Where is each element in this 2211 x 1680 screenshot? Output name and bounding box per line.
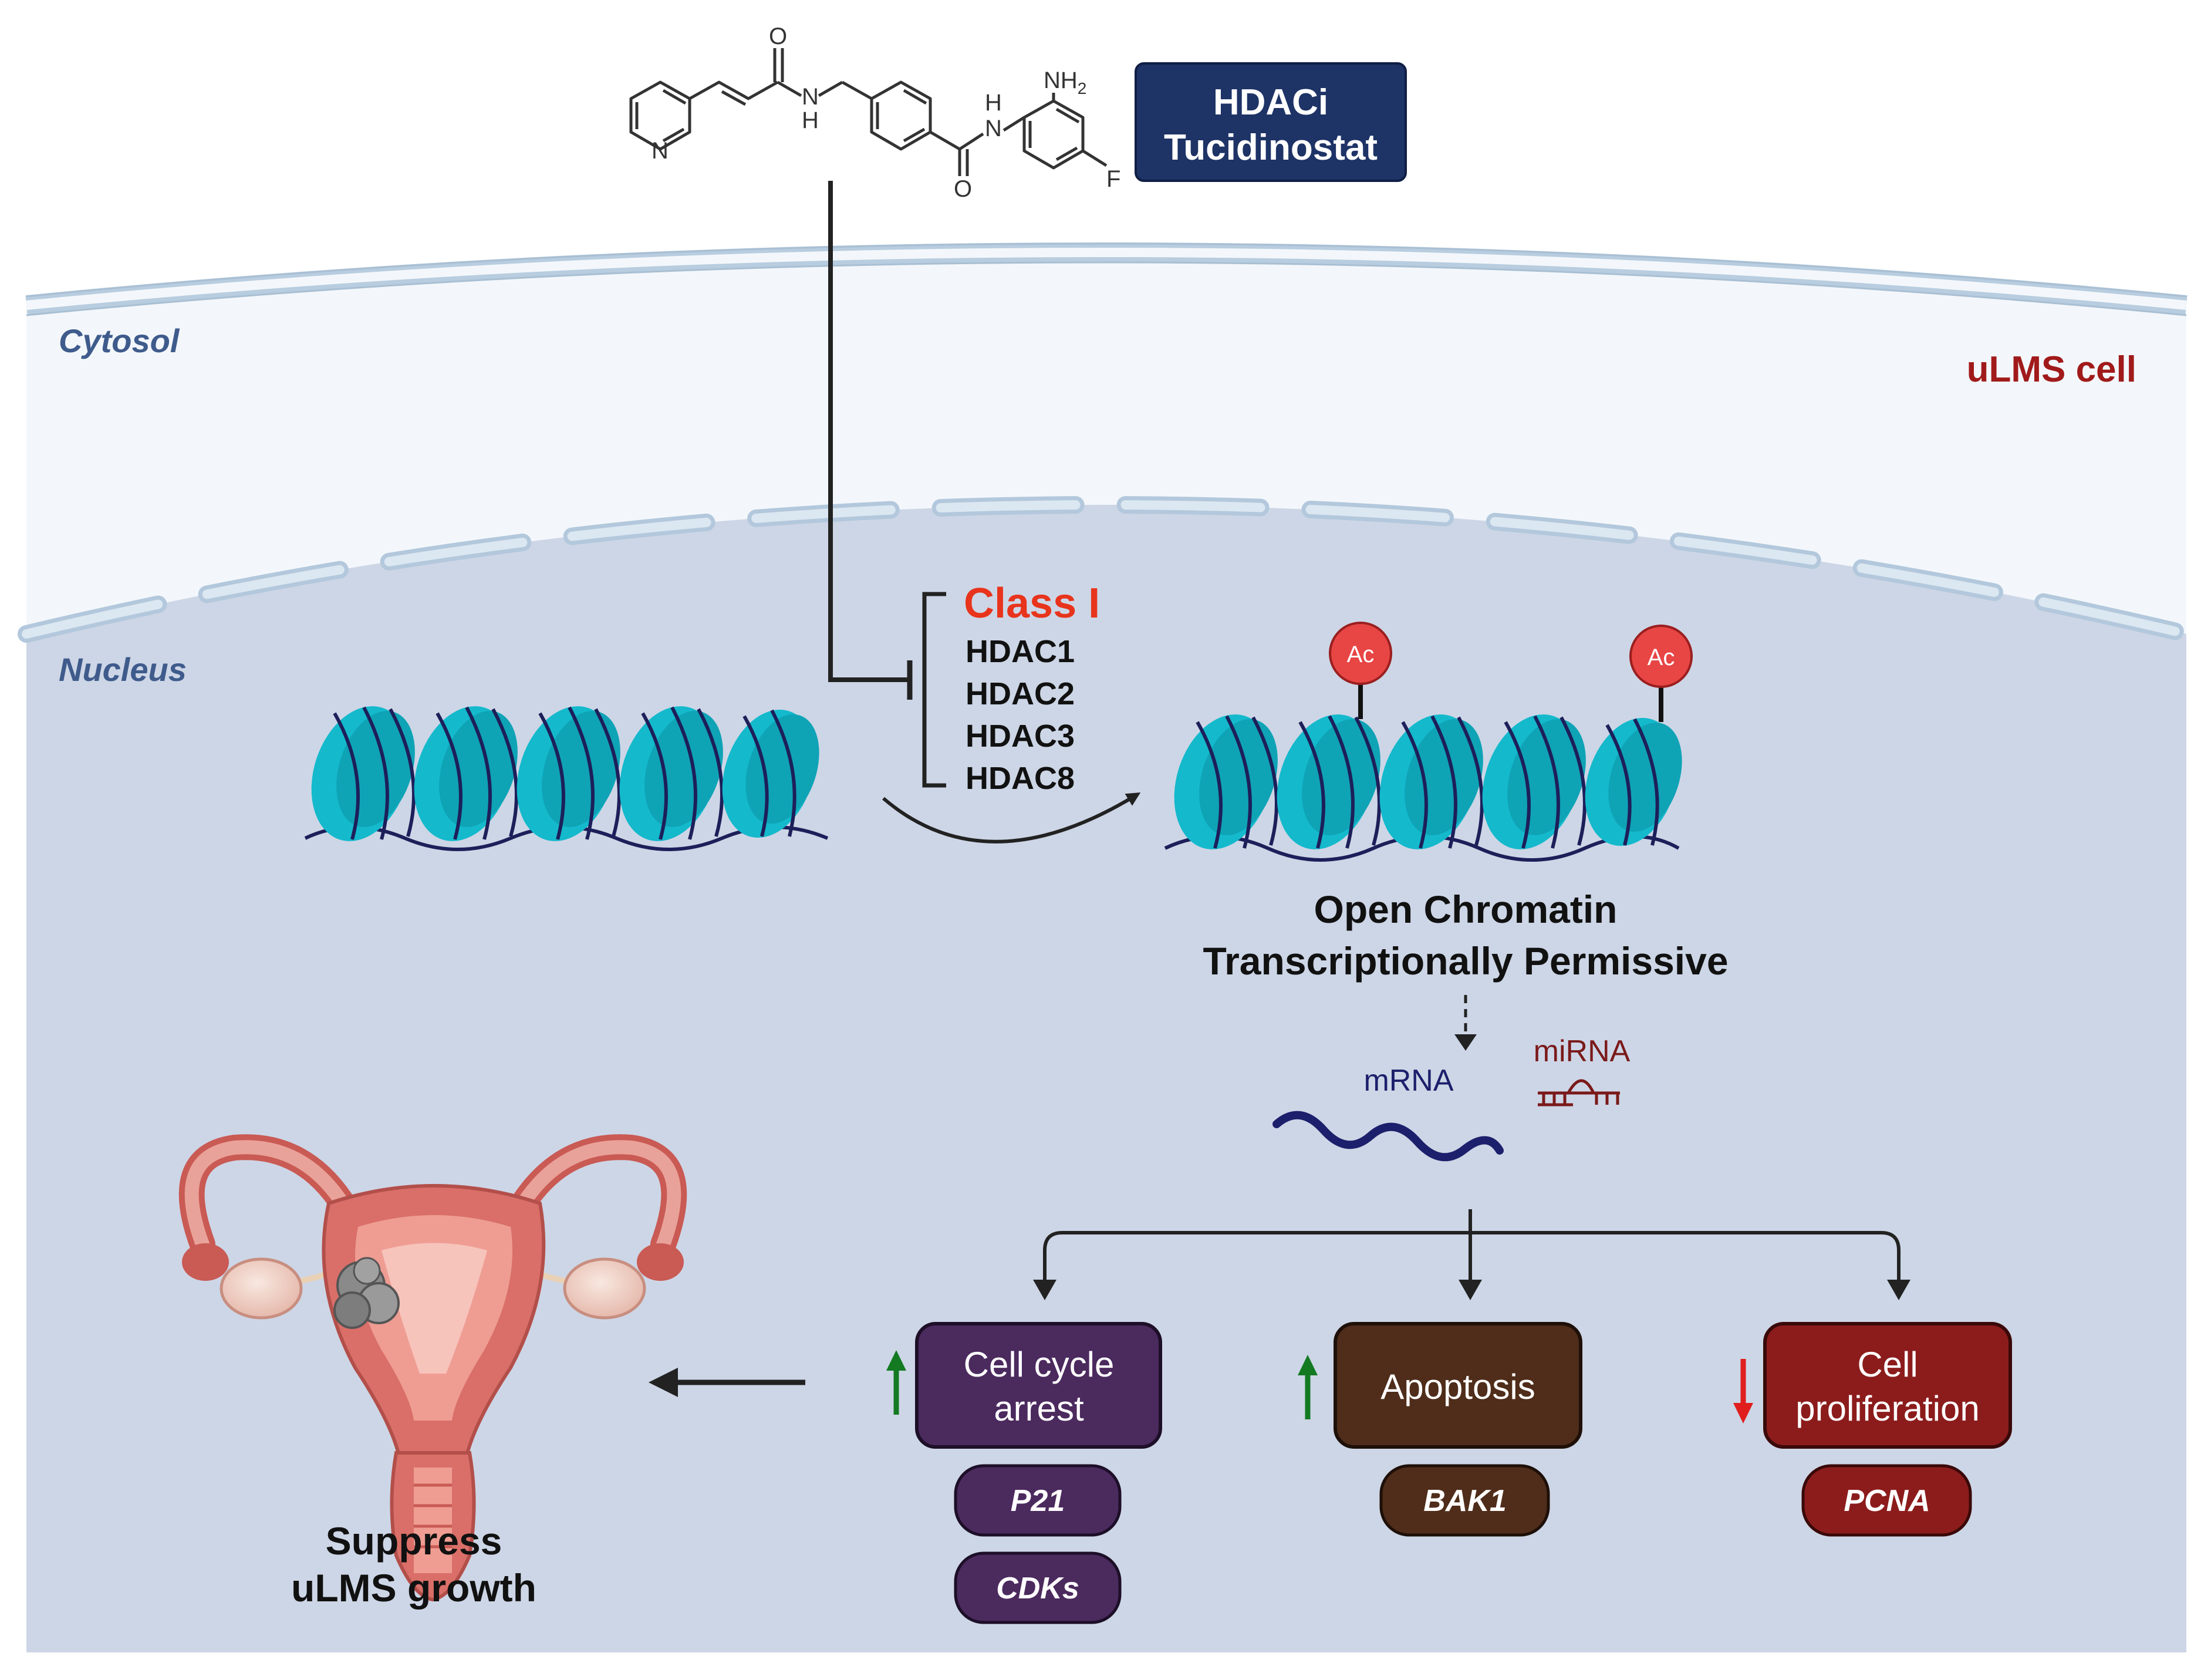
- acetyl-mark: Ac: [1329, 622, 1392, 719]
- outcome-cell-proliferation: Cell proliferation PCNA: [1733, 1322, 2012, 1537]
- outcome-label-line1: Cell cycle: [964, 1345, 1115, 1384]
- hdac-bracket: [922, 592, 946, 788]
- nucleus-label: Nucleus: [59, 651, 187, 688]
- closed-chromatin: [304, 706, 829, 851]
- outcome-label-line2: arrest: [994, 1389, 1084, 1428]
- marker-pill: [1801, 1464, 1972, 1537]
- tucidinostat-structure: [629, 48, 1108, 176]
- atom-n-pyridine: N: [652, 138, 669, 164]
- mrna-icon: [1272, 1111, 1504, 1162]
- outcome-apoptosis: Apoptosis BAK1: [1298, 1322, 1582, 1537]
- hdac-member: HDAC2: [966, 676, 1075, 711]
- mrna-label: mRNA: [1363, 1064, 1453, 1098]
- chromatin-transition-arrow: [882, 792, 1141, 844]
- result-line2: uLMS growth: [291, 1566, 536, 1610]
- uterus-illustration: [178, 1134, 687, 1602]
- tumor-mass: [333, 1257, 400, 1329]
- marker-label: BAK1: [1423, 1484, 1507, 1518]
- outcome-label-line2: proliferation: [1795, 1389, 1980, 1428]
- structure-atom-labels: O N H N H N NH2 O F: [652, 23, 1120, 202]
- atom-f: F: [1106, 166, 1120, 192]
- acetyl-label: Ac: [1648, 645, 1675, 670]
- acetyl-mark: Ac: [1629, 625, 1693, 722]
- marker-label: PCNA: [1844, 1484, 1930, 1518]
- marker-label: CDKs: [996, 1571, 1079, 1605]
- atom-h-amide1: H: [802, 107, 819, 133]
- nucleosome: [1174, 714, 1278, 849]
- outcome-label-line1: Apoptosis: [1380, 1367, 1535, 1406]
- atom-nh2: NH2: [1044, 68, 1086, 97]
- mirna-label: miRNA: [1534, 1034, 1631, 1068]
- chromatin-state-line2: Transcriptionally Permissive: [1203, 939, 1728, 983]
- marker-label: P21: [1011, 1484, 1065, 1518]
- atom-h-amide2: H: [985, 90, 1002, 116]
- outcome-cell-cycle-arrest: Cell cycle arrest P21 CDKs: [886, 1322, 1162, 1624]
- hdac-member: HDAC3: [966, 718, 1075, 754]
- down-arrow-icon: [1733, 1359, 1753, 1423]
- atom-o-bottom: O: [954, 176, 972, 202]
- nucleosome: [1379, 714, 1484, 849]
- nucleosome: [619, 706, 724, 841]
- nucleosome: [1585, 717, 1682, 846]
- atom-n-amide2: N: [985, 116, 1002, 141]
- nucleosome: [311, 706, 416, 841]
- outcome-label-line1: Cell: [1857, 1345, 1918, 1384]
- branch-arrows: [1043, 1209, 1901, 1283]
- acetyl-label: Ac: [1347, 642, 1375, 667]
- drug-box: HDACi Tucidinostat: [1135, 62, 1407, 182]
- nucleosome: [517, 706, 621, 841]
- marker-pill: [954, 1464, 1122, 1537]
- nucleosome: [1277, 714, 1381, 849]
- hdac-member: HDAC8: [966, 761, 1075, 796]
- marker-pill: [954, 1551, 1122, 1624]
- mirna-icon: [1538, 1079, 1620, 1106]
- nucleosome: [414, 706, 518, 841]
- inhibition-line: [828, 181, 909, 682]
- drug-box-line2: Tucidinostat: [1164, 127, 1378, 168]
- nucleosome: [722, 709, 819, 838]
- hdac-class-label: Class I: [964, 580, 1100, 627]
- up-arrow-icon: [886, 1350, 906, 1415]
- hdac-class-group: Class I HDAC1 HDAC2 HDAC3 HDAC8: [922, 580, 1100, 796]
- atom-o-top: O: [769, 23, 787, 49]
- chromatin-state-line1: Open Chromatin: [1314, 888, 1617, 931]
- atom-n-amide1: N: [802, 84, 819, 110]
- up-arrow-icon: [1298, 1355, 1318, 1419]
- drug-box-line1: HDACi: [1213, 82, 1328, 123]
- cell-type-label: uLMS cell: [1967, 349, 2136, 390]
- nucleosome: [1482, 714, 1586, 849]
- open-chromatin: Ac Ac: [1164, 622, 1693, 862]
- hdac-member: HDAC1: [966, 634, 1075, 669]
- marker-pill: [1379, 1464, 1550, 1537]
- result-line1: Suppress: [326, 1519, 502, 1563]
- cytosol-label: Cytosol: [59, 322, 180, 359]
